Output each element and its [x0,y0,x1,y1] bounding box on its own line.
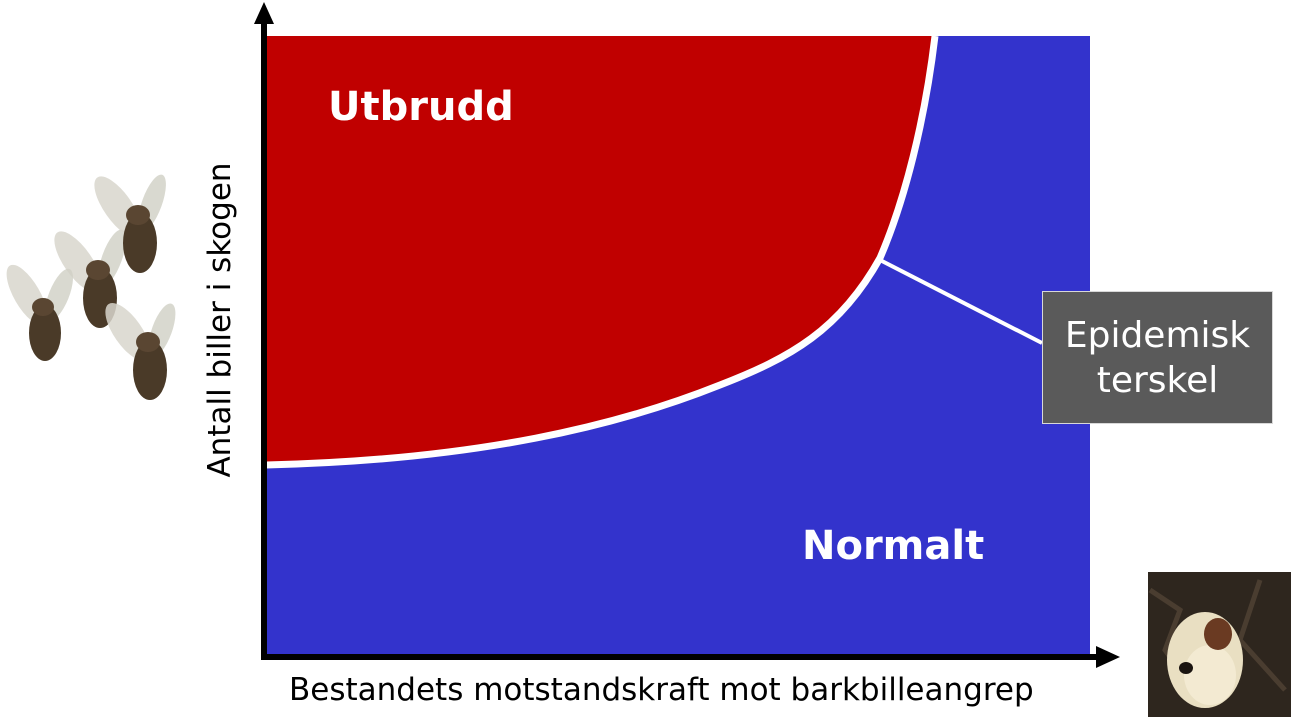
threshold-curve [265,35,939,469]
flying-beetles-image [6,174,176,400]
callout-pointer [879,258,1043,345]
y-axis-arrowhead [254,2,274,24]
x-axis-arrowhead [1096,646,1120,668]
outbreak-label: Utbrudd [328,84,514,130]
x-axis-label: Bestandets motstandskraft mot barkbillea… [289,672,1034,708]
callout-line-1: Epidemisk [1064,314,1251,356]
threshold-callout: Epidemisk terskel [1042,291,1273,424]
beetle-bark-photo [1148,572,1291,717]
y-axis-label: Antall biller i skogen [202,162,238,478]
normal-label: Normalt [802,523,985,569]
callout-line-2: terskel [1096,359,1219,401]
outbreak-region [266,36,935,465]
